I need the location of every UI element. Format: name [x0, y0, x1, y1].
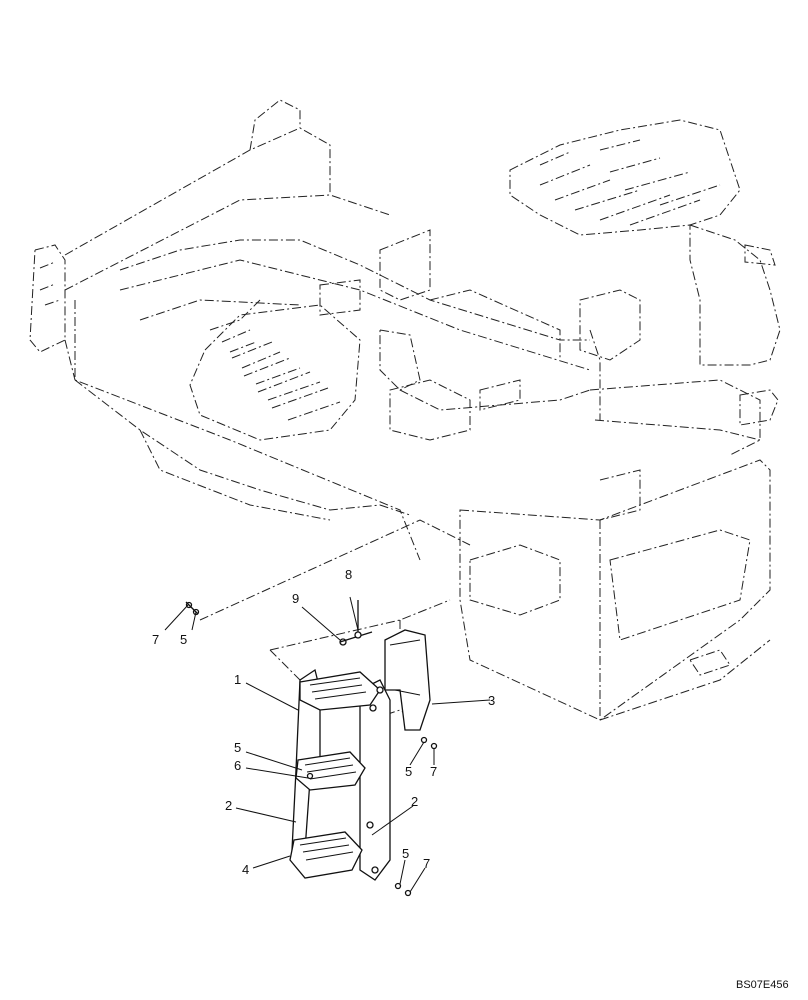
callout-7-upper: 7	[152, 632, 159, 647]
callout-9: 9	[292, 591, 299, 606]
step-tread-top	[299, 671, 381, 711]
callout-3: 3	[488, 693, 495, 708]
callout-4: 4	[242, 862, 249, 877]
callout-7-right: 7	[430, 764, 437, 779]
bolt-7-lower	[404, 889, 412, 897]
callout-2-left: 2	[225, 798, 232, 813]
bolt-7-right	[430, 742, 438, 750]
washer-5-lower	[394, 882, 402, 890]
callout-5-upper: 5	[180, 632, 187, 647]
callout-8: 8	[345, 567, 352, 582]
step-tread-bottom	[289, 831, 363, 879]
drawing-id: BS07E456	[736, 979, 789, 991]
washer-5-right	[420, 736, 428, 744]
callouts: 8 9 7 5 1 3 5 6 5 7 2 2 4 5 7	[152, 567, 495, 877]
callout-5-middle-left: 5	[234, 740, 241, 755]
step-tread-middle	[295, 751, 366, 791]
step-assembly	[185, 600, 438, 897]
callout-7-lower: 7	[423, 856, 430, 871]
callout-2-right: 2	[411, 794, 418, 809]
callout-5-right: 5	[405, 764, 412, 779]
leader-lines	[164, 596, 491, 893]
machine-frame-phantom	[29, 99, 781, 726]
callout-6: 6	[234, 758, 241, 773]
mounting-bracket	[384, 629, 431, 731]
callout-5-lower: 5	[402, 846, 409, 861]
washer-8	[354, 631, 362, 639]
callout-1: 1	[234, 672, 241, 687]
step-side-plate-right	[359, 679, 391, 881]
fastener-6	[306, 772, 314, 780]
